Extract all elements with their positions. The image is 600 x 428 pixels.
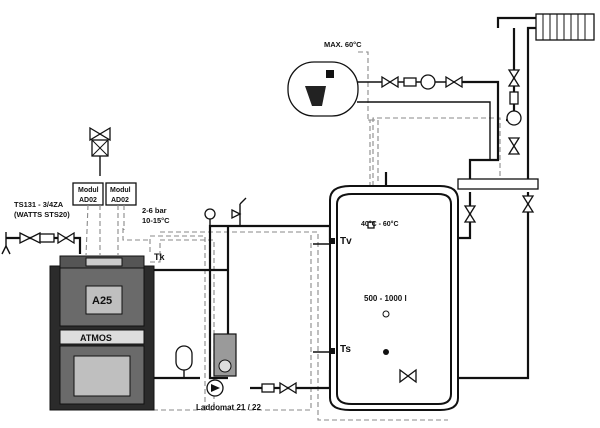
sensor-tv — [330, 238, 335, 244]
module-a-line1: Modul — [78, 187, 99, 194]
expansion-vessel-icon — [175, 345, 193, 371]
module-wiring — [85, 204, 125, 257]
sensor-ts — [330, 348, 335, 354]
filter-icon — [509, 91, 519, 105]
valve-icon — [57, 231, 75, 245]
motor-valve — [89, 126, 111, 176]
filter-icon — [261, 383, 275, 393]
valve-icon — [381, 75, 399, 89]
sensor-tv-label: Tv — [340, 236, 352, 247]
valve-label-line1: TS131 - 3/4ZA — [14, 200, 64, 209]
valve-icon — [507, 69, 521, 87]
module-ad02-left: Modul AD02 — [72, 182, 104, 206]
filter-icon — [403, 77, 417, 87]
module-a-line2: AD02 — [79, 197, 97, 204]
tank-bottom-port — [383, 349, 389, 355]
boiler: A25 ATMOS Tk — [49, 252, 165, 411]
boiler-model-label: A25 — [92, 295, 112, 307]
module-b-line2: AD02 — [111, 197, 129, 204]
sensor-tk-label: Tk — [154, 252, 165, 262]
temperature-label: 10-15°C — [142, 216, 170, 225]
pump-icon — [506, 110, 522, 126]
sensor-ts-label: Ts — [340, 344, 351, 355]
module-b-line1: Modul — [110, 187, 131, 194]
distributor-manifold — [457, 178, 539, 190]
safety-valve-icon — [231, 208, 242, 220]
valve-icon — [399, 368, 417, 384]
filter-icon — [39, 233, 55, 243]
laddomat-unit — [175, 333, 297, 397]
tank-temp-label: 40°C - 60°C — [361, 220, 399, 228]
valve-icon — [445, 75, 463, 89]
valve-icon — [507, 137, 521, 155]
pressure-label: 2-6 bar — [142, 206, 167, 215]
pump-icon — [420, 74, 436, 90]
radiator-circuit — [399, 13, 595, 384]
tank-sensor-port — [367, 221, 375, 229]
boiler-upper-door — [85, 285, 123, 315]
storage-tank: 40°C - 60°C 500 - 1000 l Tv Ts — [329, 172, 459, 411]
valve-label-line2: (WATTS STS20) — [14, 210, 70, 219]
tank-center-mark — [382, 310, 390, 318]
valve-icon — [19, 231, 41, 245]
water-heater — [287, 61, 359, 117]
valve-icon — [279, 381, 297, 395]
laddomat-label: Laddomat 21 / 22 — [196, 403, 261, 412]
hot-water-fittings — [381, 74, 463, 90]
tank-volume-label: 500 - 1000 l — [364, 294, 407, 303]
max-temp-label: MAX. 60°C — [324, 40, 362, 49]
boiler-control-panel — [85, 257, 123, 267]
boiler-brand-label: ATMOS — [80, 333, 112, 343]
radiator-icon — [535, 13, 595, 41]
valve-icon — [521, 195, 535, 213]
safety-group — [204, 197, 247, 226]
drain-icon — [1, 244, 11, 255]
boiler-lower-door — [73, 355, 131, 397]
inlet-fittings — [1, 231, 75, 255]
valve-icon — [463, 205, 477, 223]
module-ad02-right: Modul AD02 — [105, 182, 137, 206]
thermometer-icon — [204, 208, 216, 220]
